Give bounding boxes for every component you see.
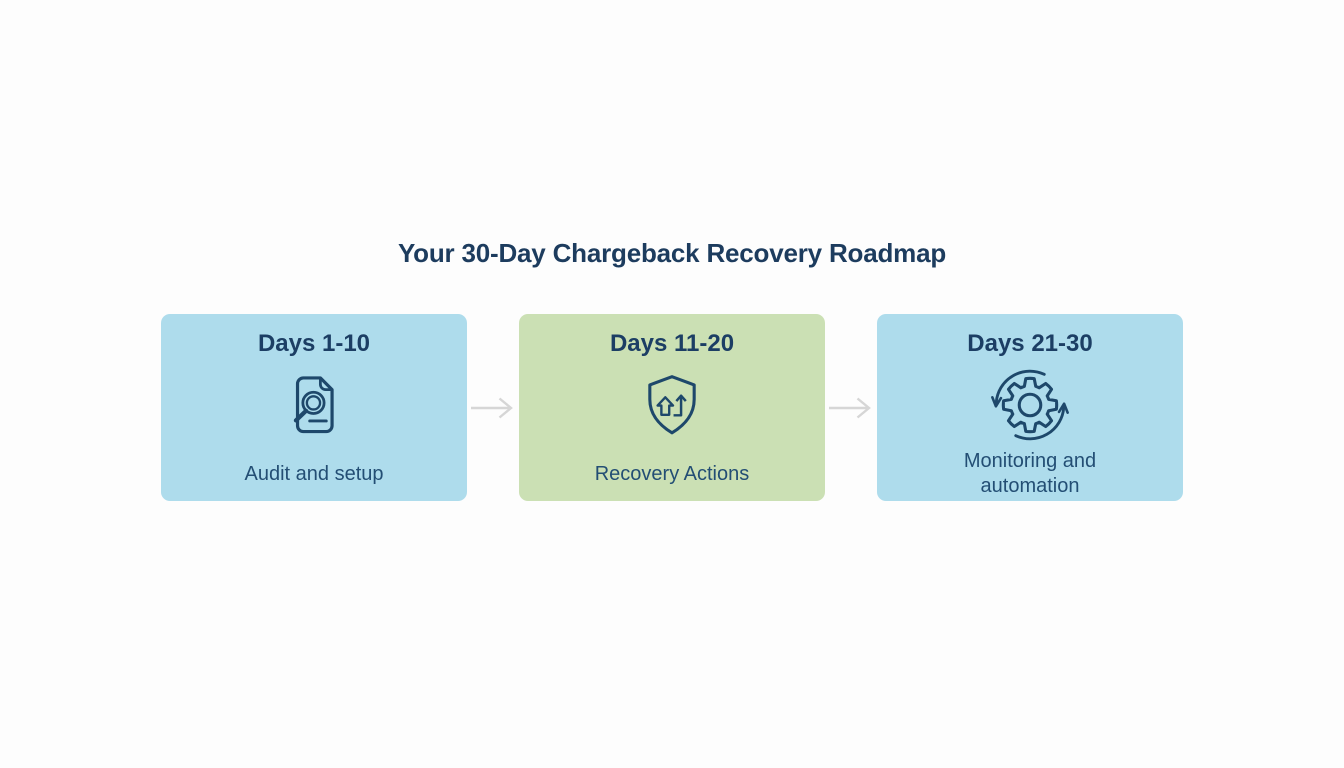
step-card-days-1-10: Days 1-10 Audit and setup [161, 314, 467, 501]
shield-growth-icon [539, 360, 805, 449]
step-period: Days 21-30 [967, 330, 1093, 357]
right-arrow-icon [825, 314, 877, 501]
page-title: Your 30-Day Chargeback Recovery Roadmap [397, 238, 947, 268]
step-label: Recovery Actions [594, 462, 750, 485]
gear-automation-icon [897, 360, 1163, 449]
step-card-days-21-30: Days 21-30 Monitoring and aut [877, 314, 1183, 501]
step-period: Days 1-10 [257, 330, 371, 357]
document-search-icon [181, 360, 447, 449]
step-period: Days 11-20 [609, 330, 735, 357]
step-label: Audit and setup [244, 462, 384, 485]
step-label: Monitoring and automation [963, 450, 1097, 497]
right-arrow-icon [467, 314, 519, 501]
step-card-days-11-20: Days 11-20 Recovery Actions [519, 314, 825, 501]
roadmap-row: Days 1-10 Audit and setup [161, 314, 1183, 501]
